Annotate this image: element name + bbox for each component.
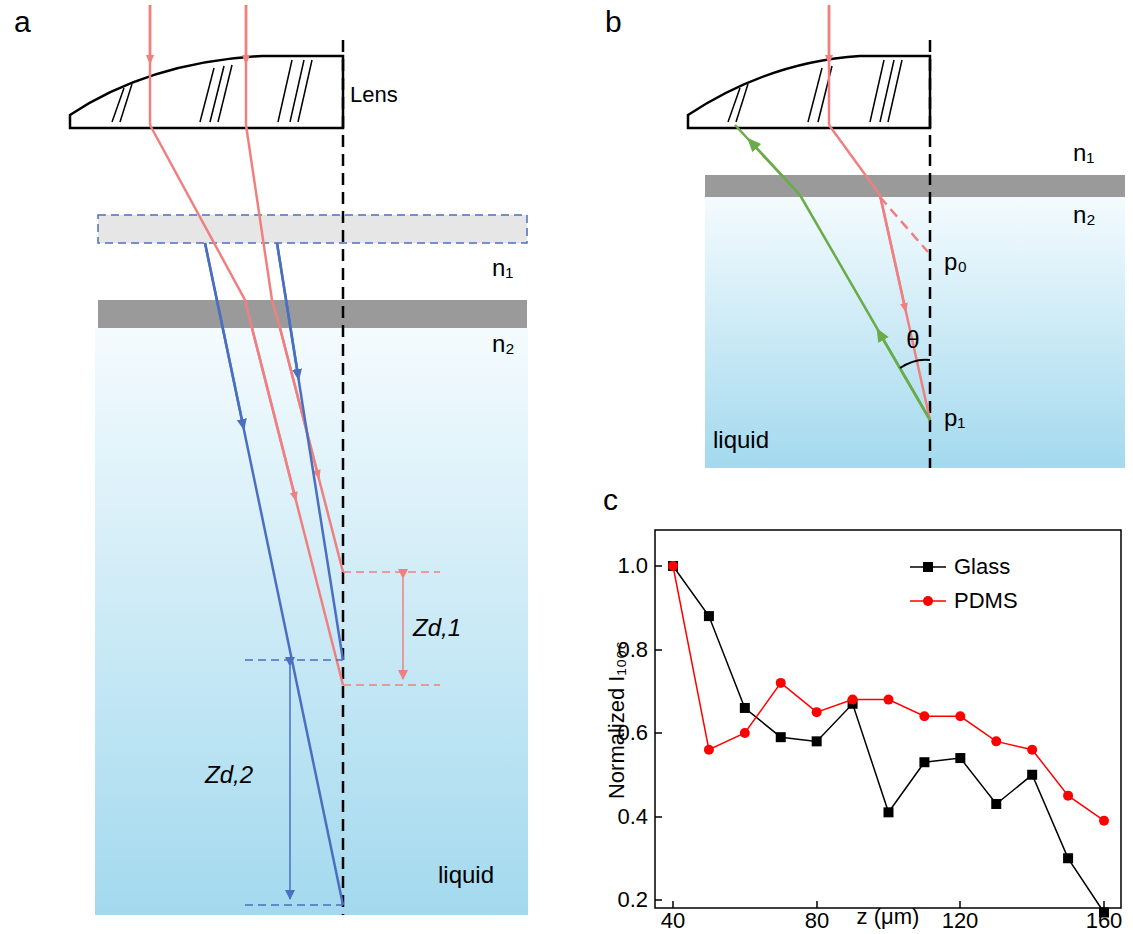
tick-label: 160 xyxy=(1086,910,1123,932)
data-marker xyxy=(1063,791,1073,801)
data-marker xyxy=(1099,816,1109,826)
axis-title: Normalized I₁₀₀₆ xyxy=(606,641,628,799)
data-marker xyxy=(668,561,678,571)
data-marker xyxy=(1063,853,1073,863)
dimension: Zd,2 xyxy=(205,763,253,787)
angle-name: θ xyxy=(906,328,919,352)
tick-label: 0.2 xyxy=(617,889,648,911)
data-line xyxy=(673,566,1104,913)
tick-label: 40 xyxy=(661,910,685,932)
data-marker xyxy=(776,732,786,742)
part-name: Lens xyxy=(350,84,398,106)
data-marker xyxy=(812,736,822,746)
refractive-index: n₁ xyxy=(492,256,513,280)
legend-text: Glass xyxy=(954,556,1010,578)
point-name: p₀ xyxy=(944,250,967,274)
data-marker xyxy=(704,745,714,755)
data-marker xyxy=(740,728,750,738)
data-line xyxy=(673,566,1104,821)
data-marker xyxy=(991,799,1001,809)
tick-label: 80 xyxy=(805,910,829,932)
tick-label: 1.0 xyxy=(617,555,648,577)
medium-name: liquid xyxy=(713,428,769,452)
data-marker xyxy=(919,757,929,767)
data-marker xyxy=(848,695,858,705)
panel-letter: b xyxy=(605,7,622,37)
data-marker xyxy=(919,711,929,721)
refractive-index: n₂ xyxy=(1073,203,1096,227)
refractive-index: n₂ xyxy=(492,332,515,356)
data-marker xyxy=(1027,745,1037,755)
axis-title: z (μm) xyxy=(857,906,920,928)
data-marker xyxy=(955,753,965,763)
data-marker xyxy=(704,611,714,621)
tick-label: 0.4 xyxy=(617,806,648,828)
panel-letter: c xyxy=(603,485,618,515)
dimension: Zd,1 xyxy=(413,616,461,640)
data-marker xyxy=(776,678,786,688)
data-marker xyxy=(812,707,822,717)
data-marker xyxy=(884,807,894,817)
tick-label: 120 xyxy=(942,910,979,932)
data-marker xyxy=(991,736,1001,746)
panel-letter: a xyxy=(14,7,31,37)
data-marker xyxy=(668,561,678,571)
data-marker xyxy=(740,703,750,713)
data-marker xyxy=(955,711,965,721)
legend-text: PDMS xyxy=(954,590,1018,612)
point-name: p₁ xyxy=(944,406,965,430)
medium-name: liquid xyxy=(438,863,494,887)
refractive-index: n₁ xyxy=(1073,141,1094,165)
data-marker xyxy=(884,695,894,705)
data-marker xyxy=(1027,770,1037,780)
